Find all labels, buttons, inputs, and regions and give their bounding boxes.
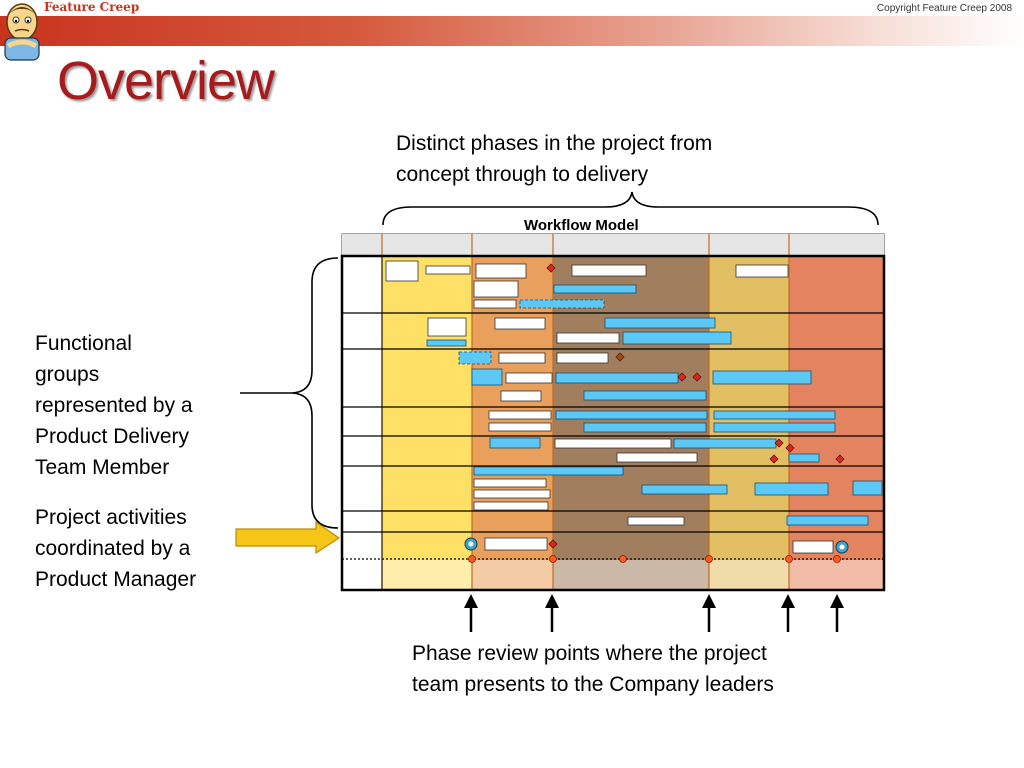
mascot-icon bbox=[4, 3, 40, 61]
header-strip bbox=[0, 0, 1024, 16]
brand-name: Feature Creep bbox=[44, 0, 140, 14]
callout-groups-line: Product Delivery bbox=[35, 425, 190, 448]
callout-activities: Project activities coordinated by a Prod… bbox=[35, 502, 196, 595]
bottom-strip bbox=[342, 560, 884, 590]
workflow-title: Workflow Model bbox=[524, 217, 639, 234]
callout-activities-line: Product Manager bbox=[35, 568, 197, 591]
milestone-diamonds bbox=[546, 263, 845, 549]
callout-reviews: Phase review points where the project te… bbox=[412, 638, 774, 700]
review-arrows bbox=[464, 594, 844, 632]
phase-column-1 bbox=[382, 256, 472, 590]
callout-groups-line: groups bbox=[35, 363, 100, 386]
activity-boxes-blue bbox=[426, 284, 883, 526]
callout-groups-line: Functional bbox=[35, 332, 132, 355]
callout-phases: Distinct phases in the project from conc… bbox=[396, 128, 712, 190]
copyright-text: Copyright Feature Creep 2008 bbox=[876, 3, 1012, 14]
start-end-markers bbox=[464, 537, 849, 554]
callout-phases-line: Distinct phases in the project from bbox=[396, 132, 713, 155]
activity-boxes-white bbox=[385, 260, 834, 554]
callout-groups: Functional groups represented by a Produ… bbox=[35, 328, 193, 483]
decision-diamond-icon bbox=[615, 352, 625, 362]
phase-header-row bbox=[342, 234, 884, 256]
callout-groups-line: Team Member bbox=[35, 456, 170, 479]
callout-activities-line: coordinated by a bbox=[35, 537, 191, 560]
page-title: Overview bbox=[57, 51, 275, 111]
phase-review-points bbox=[468, 555, 841, 563]
phases-brace bbox=[382, 191, 879, 226]
callout-phases-line: concept through to delivery bbox=[396, 163, 649, 186]
callout-reviews-line: team presents to the Company leaders bbox=[412, 673, 774, 696]
product-manager-arrow bbox=[235, 520, 341, 555]
groups-brace bbox=[291, 257, 339, 529]
callout-groups-line: represented by a bbox=[35, 394, 193, 417]
callout-activities-line: Project activities bbox=[35, 506, 187, 529]
callout-reviews-line: Phase review points where the project bbox=[412, 642, 767, 665]
